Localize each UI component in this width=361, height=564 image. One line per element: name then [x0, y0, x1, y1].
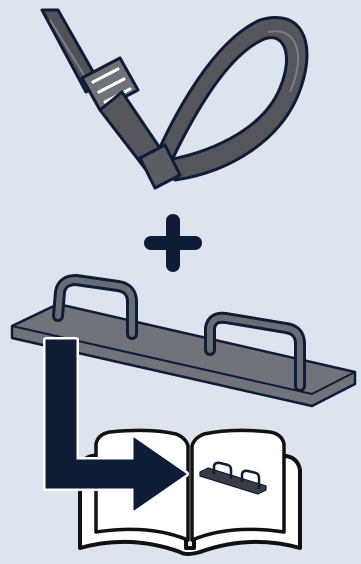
- adjustable-strap-icon: [42, 10, 307, 188]
- plus-vertical: [166, 214, 180, 272]
- strap-loop: [150, 17, 307, 180]
- open-book-icon: [80, 430, 300, 554]
- plus-icon: [144, 214, 202, 272]
